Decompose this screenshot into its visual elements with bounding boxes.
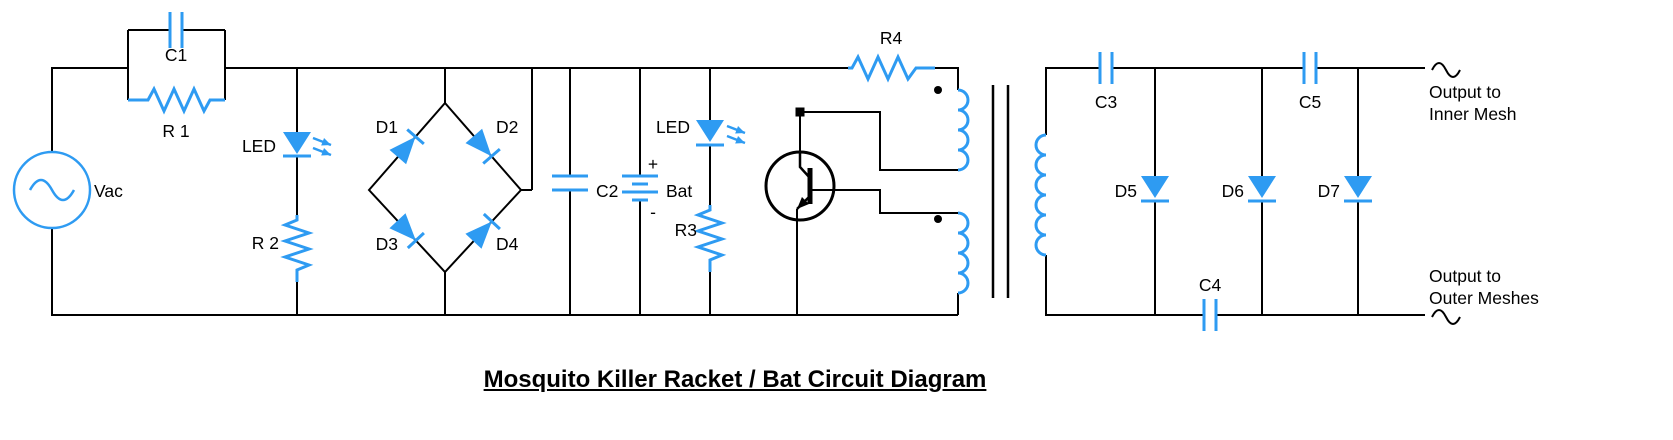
label-bat-plus: + bbox=[648, 154, 658, 174]
transistor-collector bbox=[798, 152, 811, 179]
diode-d1-bar bbox=[406, 128, 425, 146]
diode-d7 bbox=[1344, 176, 1372, 203]
transistor bbox=[764, 150, 836, 222]
primary-wiring bbox=[51, 29, 959, 316]
diode-d2-triangle-icon bbox=[465, 128, 492, 157]
label-output-outer-2: Outer Meshes bbox=[1429, 288, 1539, 308]
led2-arrowhead-icon bbox=[735, 136, 745, 144]
label-d4: D4 bbox=[496, 234, 519, 254]
resistor-r3 bbox=[693, 205, 727, 272]
label-d1: D1 bbox=[376, 117, 398, 137]
diode-d4-bar bbox=[482, 212, 501, 231]
led2-arrowhead-icon bbox=[735, 126, 745, 134]
diode-d2-bar bbox=[482, 147, 501, 165]
label-c2: C2 bbox=[596, 181, 618, 201]
label-led2: LED bbox=[656, 117, 690, 137]
label-c1: C1 bbox=[165, 45, 187, 65]
label-d5: D5 bbox=[1115, 181, 1137, 201]
resistor-r1 bbox=[128, 85, 225, 115]
capacitor-c3 bbox=[1098, 52, 1114, 84]
label-d2: D2 bbox=[496, 117, 518, 137]
phase-dot bbox=[934, 215, 942, 223]
label-c5: C5 bbox=[1299, 92, 1321, 112]
led1 bbox=[283, 132, 332, 158]
label-r2: R 2 bbox=[252, 233, 279, 253]
diode-d4 bbox=[465, 212, 501, 249]
bridge-rectifier bbox=[389, 128, 501, 250]
diode-d3-triangle-icon bbox=[389, 213, 416, 241]
ac-output-top-icon bbox=[1431, 62, 1461, 78]
label-d6: D6 bbox=[1222, 181, 1244, 201]
labels: Vac C1 R 1 LED R 2 D1 D2 D3 D4 C2 + Bat … bbox=[94, 28, 1539, 308]
diode-d1-triangle-icon bbox=[389, 136, 416, 165]
battery bbox=[622, 174, 658, 202]
diode-d5-triangle-icon bbox=[1141, 176, 1169, 198]
label-r3: R3 bbox=[675, 220, 697, 240]
primary-coil-bottom bbox=[957, 211, 970, 295]
ac-source bbox=[12, 150, 92, 230]
diode-d3 bbox=[389, 213, 425, 250]
junction-square bbox=[795, 107, 805, 117]
label-bat-minus: - bbox=[650, 202, 656, 222]
secondary-wiring bbox=[1045, 67, 1425, 316]
diode-d1 bbox=[389, 128, 425, 165]
resistor-r2 bbox=[280, 215, 314, 282]
diode-d6 bbox=[1248, 176, 1276, 203]
transformer bbox=[934, 85, 1047, 298]
label-bat: Bat bbox=[666, 181, 692, 201]
led1-triangle-icon bbox=[283, 132, 311, 154]
diode-d4-triangle-icon bbox=[465, 221, 492, 249]
resistor-r4 bbox=[848, 53, 935, 83]
diode-d6-triangle-icon bbox=[1248, 176, 1276, 198]
diode-d5 bbox=[1141, 176, 1169, 203]
capacitor-c1-plates bbox=[168, 12, 184, 48]
capacitor-c4 bbox=[1202, 299, 1218, 331]
capacitor-c1 bbox=[168, 12, 184, 48]
ac-output-bottom-icon bbox=[1431, 309, 1461, 325]
label-r4: R4 bbox=[880, 28, 903, 48]
diagram-title: Mosquito Killer Racket / Bat Circuit Dia… bbox=[483, 366, 987, 393]
label-output-inner-2: Inner Mesh bbox=[1429, 104, 1517, 124]
label-r1: R 1 bbox=[162, 121, 189, 141]
led2 bbox=[696, 120, 746, 147]
capacitor-c5 bbox=[1302, 52, 1318, 84]
diode-d7-triangle-icon bbox=[1344, 176, 1372, 198]
diode-d3-bar bbox=[406, 231, 425, 250]
label-led1: LED bbox=[242, 136, 276, 156]
led1-arrowhead-icon bbox=[321, 148, 331, 156]
capacitor-c2 bbox=[552, 174, 588, 192]
phase-dot bbox=[934, 86, 942, 94]
battery-short-plates bbox=[632, 182, 648, 202]
label-d7: D7 bbox=[1318, 181, 1340, 201]
sine-wave-icon bbox=[28, 178, 76, 202]
label-d3: D3 bbox=[376, 234, 398, 254]
label-output-inner-1: Output to bbox=[1429, 82, 1501, 102]
led1-arrowhead-icon bbox=[321, 138, 331, 146]
transformer-core bbox=[991, 85, 1010, 298]
label-vac: Vac bbox=[94, 181, 123, 201]
ac-source-icon bbox=[12, 150, 92, 230]
led2-triangle-icon bbox=[696, 120, 724, 142]
label-output-outer-1: Output to bbox=[1429, 266, 1501, 286]
primary-coil-top bbox=[957, 88, 970, 172]
emitter-arrow-icon bbox=[797, 196, 810, 209]
diode-d2 bbox=[465, 128, 501, 165]
label-c3: C3 bbox=[1095, 92, 1117, 112]
label-c4: C4 bbox=[1199, 275, 1222, 295]
secondary-coil bbox=[1034, 133, 1047, 257]
battery-long-plates bbox=[622, 174, 658, 194]
